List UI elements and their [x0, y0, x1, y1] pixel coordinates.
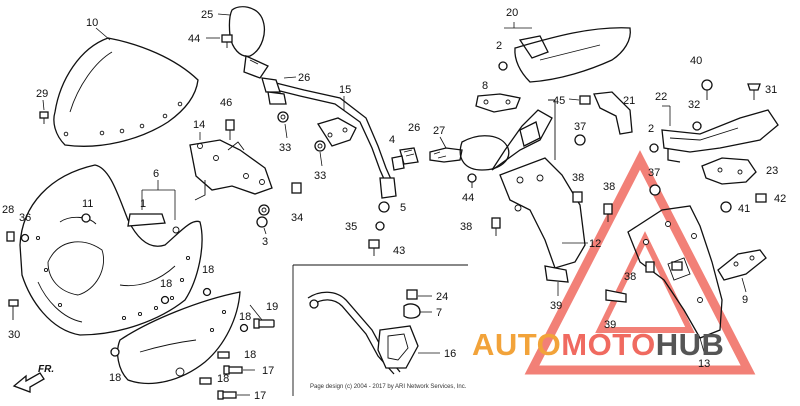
copyright-note: Page design (c) 2004 - 2017 by ARI Netwo… [310, 384, 467, 390]
mirror [228, 6, 269, 79]
callout-18a: 18 [160, 278, 172, 290]
upper-cowl [19, 164, 203, 336]
callout-22: 22 [655, 91, 667, 103]
stay-22 [661, 109, 779, 163]
bracket-23 [701, 157, 757, 185]
callout-43: 43 [393, 245, 405, 257]
callout-7: 7 [436, 307, 442, 319]
callout-37b: 37 [648, 167, 660, 179]
callout-31: 31 [765, 84, 777, 96]
callout-39b: 39 [604, 319, 616, 331]
callout-2b: 2 [648, 123, 654, 135]
side-cowl [117, 291, 241, 385]
callout-45: 45 [553, 95, 565, 107]
watermark-triangle-inner [595, 231, 695, 333]
bracket-9 [717, 249, 767, 281]
callout-10: 10 [86, 17, 98, 29]
callout-14: 14 [193, 119, 205, 131]
watermark-logo [524, 150, 756, 375]
callout-36: 36 [19, 212, 31, 224]
inset-detail [292, 264, 468, 396]
callout-33a: 33 [279, 142, 291, 154]
callout-38b: 38 [572, 172, 584, 184]
callout-8: 8 [482, 80, 488, 92]
callout-9: 9 [742, 294, 748, 306]
stay-15 [267, 81, 397, 199]
windscreen [53, 37, 199, 147]
callout-26a: 26 [298, 72, 310, 84]
callout-30: 30 [8, 329, 20, 341]
callout-32: 32 [688, 99, 700, 111]
callout-23: 23 [766, 165, 778, 177]
callout-18d: 18 [244, 349, 256, 361]
front-direction-arrow: FR. [12, 364, 54, 393]
callout-40: 40 [690, 55, 702, 67]
callout-4: 4 [389, 134, 395, 146]
callout-6: 6 [153, 168, 159, 180]
callout-17a: 17 [262, 365, 274, 377]
callout-39a: 39 [550, 300, 562, 312]
callout-44a: 44 [188, 33, 200, 45]
bracket-21 [579, 91, 633, 135]
watermark-text: AUTOMOTOHUB [472, 327, 724, 362]
screw-44-top [221, 34, 233, 48]
callout-38c: 38 [603, 181, 615, 193]
callout-12: 12 [589, 238, 601, 250]
callout-33b: 33 [314, 170, 326, 182]
callout-35: 35 [345, 221, 357, 233]
callout-25: 25 [201, 9, 213, 21]
callout-21: 21 [623, 95, 635, 107]
callout-29: 29 [36, 88, 48, 100]
callout-18f: 18 [109, 372, 121, 384]
callout-42: 42 [774, 193, 786, 205]
callout-17b: 17 [254, 390, 266, 402]
callout-41: 41 [738, 203, 750, 215]
callout-37a: 37 [574, 121, 586, 133]
main-stay-12 [491, 99, 586, 269]
callout-16: 16 [444, 348, 456, 360]
screw-29 [39, 111, 49, 124]
grommets-26 [261, 77, 419, 165]
callout-1: 1 [140, 198, 146, 210]
callout-11: 11 [82, 198, 93, 210]
watermark-part-hub: HUB [656, 327, 725, 362]
callout-5: 5 [400, 202, 406, 214]
callout-44b: 44 [462, 192, 474, 204]
callout-28: 28 [2, 204, 14, 216]
watermark-triangle-outer [524, 150, 756, 375]
stay-20 [514, 27, 631, 83]
callout-38d: 38 [624, 271, 636, 283]
callout-34: 34 [291, 212, 303, 224]
callout-18b: 18 [202, 264, 214, 276]
watermark-text-auto: AUTOMOTOHUB [472, 327, 724, 362]
callout-19: 19 [266, 301, 278, 313]
callout-18c: 18 [239, 311, 251, 323]
callout-3: 3 [262, 236, 268, 248]
bracket-13 [627, 205, 723, 339]
bracket-14 [189, 139, 273, 201]
small-hardware [6, 213, 275, 400]
callout-15: 15 [339, 84, 351, 96]
callout-38a: 38 [460, 221, 472, 233]
callout-26b: 26 [408, 122, 420, 134]
callout-numbers: 10 29 6 1 11 28 36 30 18 18 18 18 18 18 … [2, 7, 786, 402]
callout-18e: 18 [217, 373, 229, 385]
callout-46: 46 [220, 97, 232, 109]
callout-2a: 2 [496, 40, 502, 52]
callout-27: 27 [433, 125, 445, 137]
callout-20: 20 [506, 7, 518, 19]
callout-24: 24 [436, 291, 448, 303]
watermark-part-moto: MOTO [561, 327, 655, 362]
watermark-part-auto: AUTO [472, 327, 561, 362]
front-direction-label: FR. [38, 364, 54, 375]
callout-13: 13 [698, 358, 710, 370]
